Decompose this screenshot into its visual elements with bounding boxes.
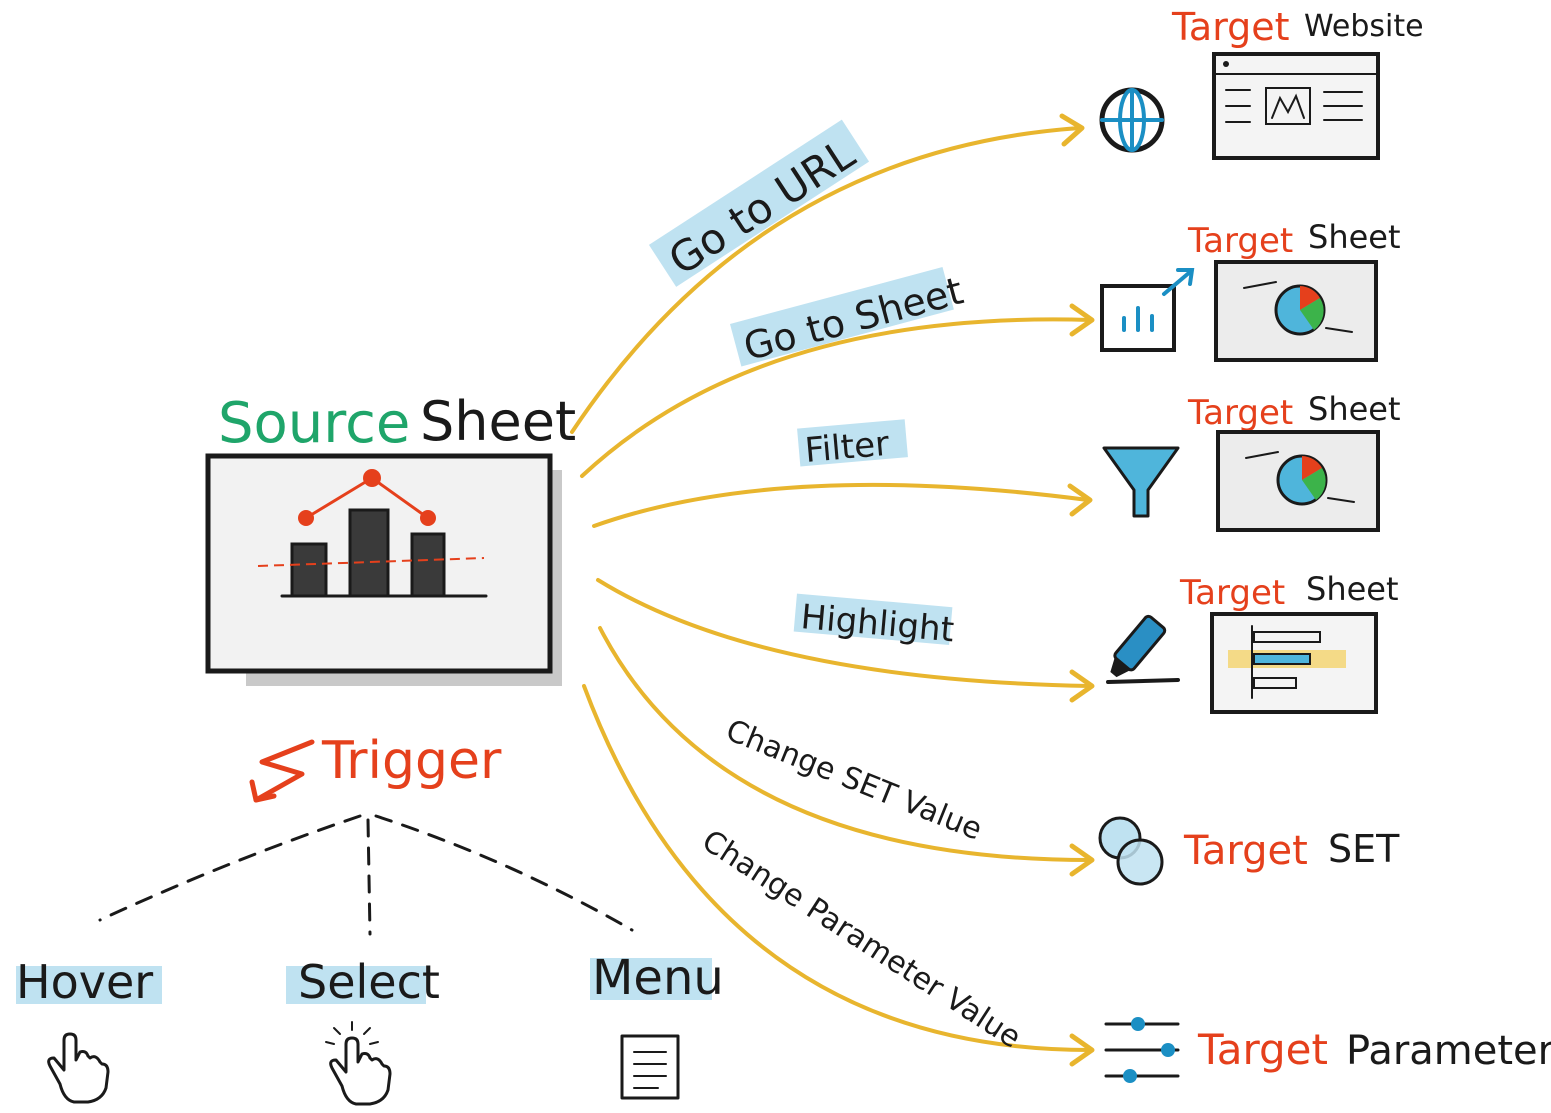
menu-list-icon [620, 1034, 680, 1100]
target-prefix: Target [1179, 573, 1285, 613]
bar-illustration [410, 532, 446, 598]
trigger-group: Trigger Hover Select Menu [16, 731, 724, 1106]
target-sheet-thumbnail [1216, 430, 1380, 532]
target-website-thumbnail [1212, 52, 1380, 160]
trigger-arrowhead-icon [249, 779, 277, 803]
trend-dot [363, 469, 381, 487]
target-parameter-word: Parameter [1346, 1028, 1551, 1074]
trigger-option-select: Select [298, 955, 440, 1009]
select-highlight [286, 966, 426, 1004]
branch-menu [374, 814, 634, 932]
target-website-word: Website [1304, 9, 1424, 44]
action-label-change-parameter: Change Parameter Value [696, 823, 1027, 1055]
action-label-filter: Filter [803, 424, 890, 471]
sliders-icon [1104, 1017, 1180, 1083]
target-sheet-word: Sheet [1308, 218, 1401, 256]
arrow-go-to-sheet [580, 317, 1092, 478]
label-highlight [797, 419, 908, 467]
bar-illustration [348, 508, 390, 598]
target-set-word: SET [1328, 827, 1400, 871]
target-prefix: Target [1183, 828, 1308, 874]
label-highlight [648, 119, 870, 287]
globe-icon [1099, 87, 1165, 153]
target-sheet-thumbnail [1210, 612, 1378, 714]
hand-pointer-icon [47, 1032, 110, 1104]
menu-highlight [590, 958, 712, 1000]
action-arrows [570, 113, 1095, 1067]
source-word: Source [218, 391, 410, 456]
arrowhead [1069, 843, 1095, 877]
source-chart-illustration [257, 469, 488, 598]
hand-click-icon [325, 1021, 392, 1106]
bar-illustration [290, 542, 328, 598]
source-sheet-title: Source Sheet [218, 390, 576, 456]
target-sheet-word: Sheet [1308, 390, 1401, 428]
action-labels: Go to URL Go to Sheet Filter Highlight C… [648, 119, 1027, 1056]
target-titles: Target Website Target Sheet Target Sheet… [1171, 5, 1551, 1074]
action-label-go-to-sheet: Go to Sheet [739, 269, 968, 370]
target-prefix: Target [1197, 1025, 1328, 1074]
action-label-highlight: Highlight [799, 597, 955, 650]
highlighter-icon [1106, 614, 1180, 684]
trigger-label: Trigger [321, 731, 502, 791]
arrow-highlight [596, 578, 1092, 688]
arrow-go-to-url [570, 126, 1082, 434]
arrowhead [1069, 669, 1095, 703]
funnel-icon [1102, 446, 1180, 518]
action-label-go-to-url: Go to URL [660, 129, 864, 285]
branch-hover [98, 814, 362, 922]
target-prefix: Target [1187, 221, 1293, 261]
venn-circles-icon [1098, 816, 1164, 886]
arrowhead [1059, 113, 1085, 147]
target-sheet-thumbnail [1214, 260, 1378, 362]
trend-dot [420, 510, 436, 526]
arrow-change-set [598, 626, 1092, 862]
arrow-change-parameter [582, 684, 1092, 1052]
arrowhead [1069, 303, 1095, 337]
trigger-zigzag-icon [253, 739, 315, 803]
trigger-option-hover: Hover [16, 955, 153, 1009]
hover-highlight [16, 966, 162, 1004]
sheet-word: Sheet [420, 390, 576, 453]
label-highlight [729, 267, 954, 367]
trigger-option-menu: Menu [592, 950, 724, 1006]
reference-line-illustration [257, 557, 485, 567]
trend-dot [298, 510, 314, 526]
arrow-filter [592, 482, 1090, 528]
arrowhead [1067, 483, 1093, 517]
target-prefix: Target [1187, 393, 1293, 433]
source-sheet-card [205, 453, 562, 686]
arrowhead [1069, 1033, 1095, 1067]
label-highlight [793, 593, 953, 646]
sheet-chart-icon [1100, 268, 1195, 352]
target-sheet-word: Sheet [1306, 570, 1399, 608]
target-prefix: Target [1171, 5, 1290, 49]
branch-select [366, 818, 372, 936]
